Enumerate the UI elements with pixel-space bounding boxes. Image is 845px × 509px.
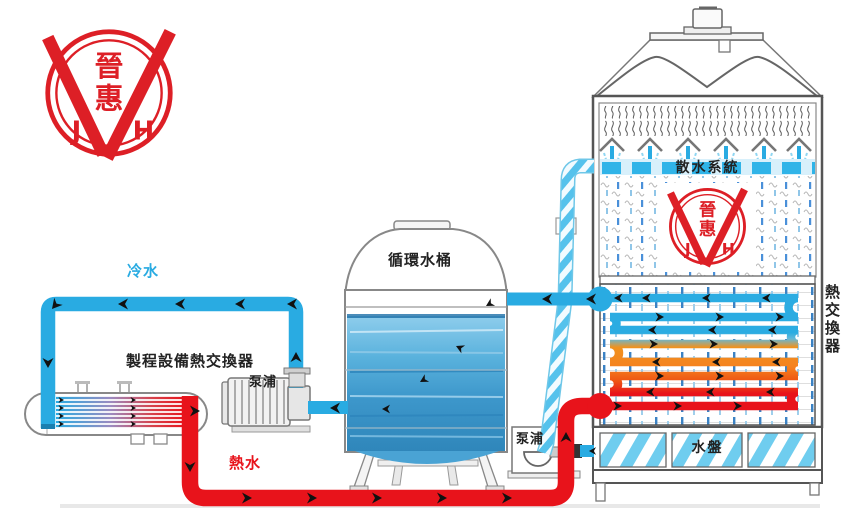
company-logo	[48, 32, 171, 158]
spray-system-label: 散水系統	[675, 160, 740, 176]
tank-pump-label: 泵浦	[249, 375, 278, 390]
drift-eliminator	[601, 106, 814, 136]
coil-section	[599, 283, 816, 426]
coil-outlet-connector	[587, 286, 613, 312]
coil-serpentine	[588, 293, 799, 411]
cold-water-label: 冷水	[127, 262, 160, 280]
fan-housing	[591, 39, 824, 98]
fan-motor	[692, 8, 723, 29]
circulation-tank-label: 循環水桶	[388, 251, 453, 269]
circulation-tank	[344, 220, 508, 493]
water-pan-label: 水盤	[691, 440, 724, 456]
exchanger-tubes	[56, 396, 182, 428]
cooling-tower	[588, 6, 824, 502]
process-heat-exchanger	[24, 381, 208, 445]
pan-suction-stub	[580, 445, 594, 457]
fan-stack-curve	[596, 55, 818, 97]
hot-water-label: 熱水	[229, 454, 262, 472]
coil-inlet-connector	[587, 393, 613, 419]
coil-heat-exchanger-label: 熱交換器	[823, 284, 841, 356]
spray-riser-pipe	[536, 158, 594, 456]
tank-water	[347, 316, 505, 451]
tank-suction-pipe	[308, 401, 348, 414]
hot-water-pipe	[181, 396, 597, 507]
spray-system-band	[600, 159, 815, 175]
process-heat-exchanger-label: 製程設備熱交換器	[126, 352, 255, 370]
cold-return-pipe	[507, 292, 597, 306]
tower-pump-label: 泵浦	[516, 432, 545, 447]
